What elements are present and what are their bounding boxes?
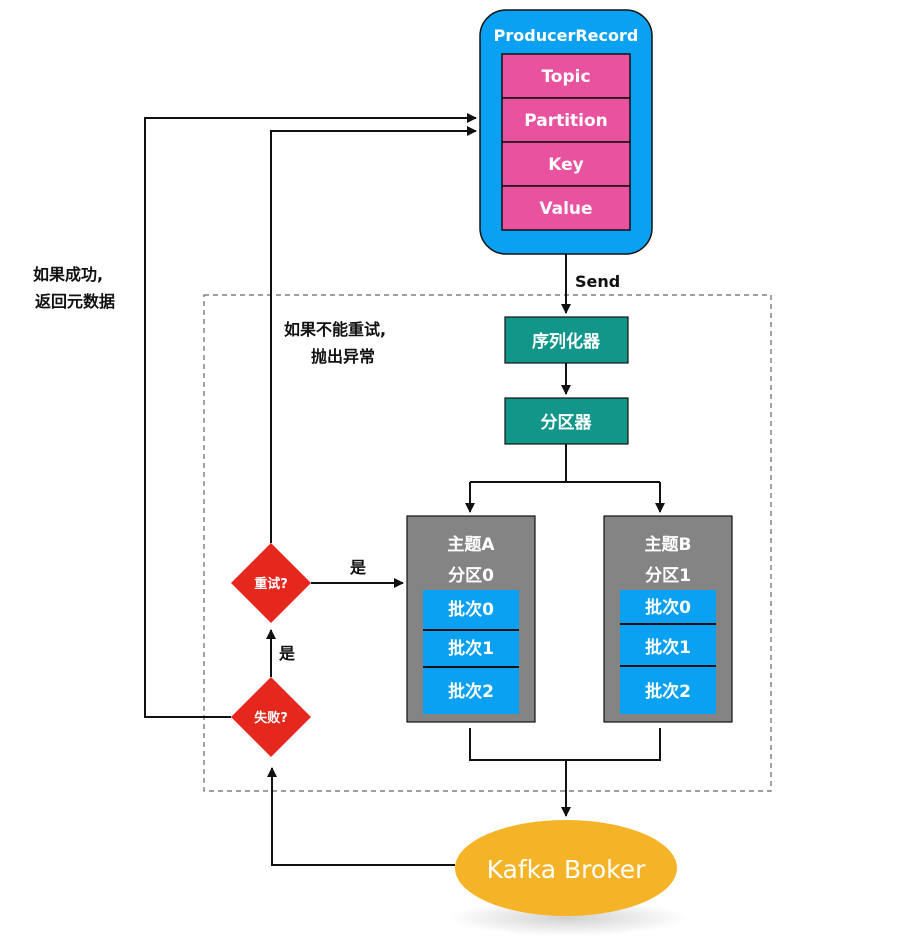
topic-a-partition: 分区0: [448, 566, 494, 586]
partitioner-label: 分区器: [541, 413, 593, 433]
topic-b-batch-2: [620, 667, 716, 714]
producer-boundary: [203, 294, 772, 792]
topic-b-title: 主题B: [645, 534, 692, 555]
serializer-label: 序列化器: [532, 331, 601, 352]
producer-record-title: ProducerRecord: [494, 26, 639, 45]
broker-shadow: [448, 900, 688, 936]
topic-b-batch-1: [620, 625, 716, 665]
topic-a-batch-1: [423, 631, 519, 666]
topic-b-batch-0-label: 批次0: [645, 597, 691, 618]
record-field-topic-label: Topic: [541, 67, 590, 87]
yes-fail-label: 是: [278, 644, 295, 663]
no-retry-label-line-1: 如果不能重试,: [284, 320, 386, 339]
topic-b-batch-1-label: 批次1: [645, 637, 691, 658]
record-field-value-label: Value: [539, 199, 592, 219]
topic-b-box: 主题B 分区1 批次0 批次1 批次2: [603, 515, 733, 723]
kafka-broker-label: Kafka Broker: [487, 855, 647, 884]
record-field-partition-label: Partition: [524, 111, 608, 131]
topic-a-batch-0-label: 批次0: [448, 599, 494, 620]
decision-fail: 失败?: [231, 677, 311, 757]
record-field-key: Key: [501, 141, 631, 187]
success-label-line-2: 返回元数据: [35, 292, 115, 311]
topic-a-batch-0: [423, 590, 519, 629]
success-line: [144, 113, 477, 718]
topic-a-title: 主题A: [447, 534, 495, 555]
topic-a-batch-2-label: 批次2: [448, 681, 494, 702]
broker-response-line: [267, 767, 455, 866]
send-label: Send: [575, 272, 620, 291]
topic-b-partition: 分区1: [645, 566, 691, 586]
partitioner-box: 分区器: [504, 397, 629, 445]
decision-fail-label: 失败?: [254, 710, 288, 726]
success-label-line-1: 如果成功,: [33, 265, 103, 284]
record-field-partition: Partition: [501, 97, 631, 143]
record-field-topic: Topic: [501, 53, 631, 99]
yes-retry-label: 是: [349, 558, 366, 577]
partitioner-split-line: [470, 444, 660, 483]
topic-b-batch-2-label: 批次2: [645, 681, 691, 702]
record-field-key-label: Key: [548, 155, 584, 175]
no-retry-line: [270, 126, 477, 543]
topic-a-box: 主题A 分区0 批次0 批次1 批次2: [406, 515, 536, 723]
kafka-broker: Kafka Broker: [455, 820, 677, 916]
topic-a-batch-1-label: 批次1: [448, 638, 494, 659]
topic-a-batch-2: [423, 668, 519, 714]
serializer-box: 序列化器: [504, 316, 629, 364]
decision-retry-label: 重试?: [254, 576, 288, 592]
producer-record: ProducerRecord Topic Partition Key Value: [479, 9, 653, 255]
no-retry-label-line-2: 抛出异常: [311, 347, 375, 366]
topic-b-batch-0: [620, 590, 716, 623]
record-field-value: Value: [501, 185, 631, 231]
decision-retry: 重试?: [231, 543, 311, 623]
